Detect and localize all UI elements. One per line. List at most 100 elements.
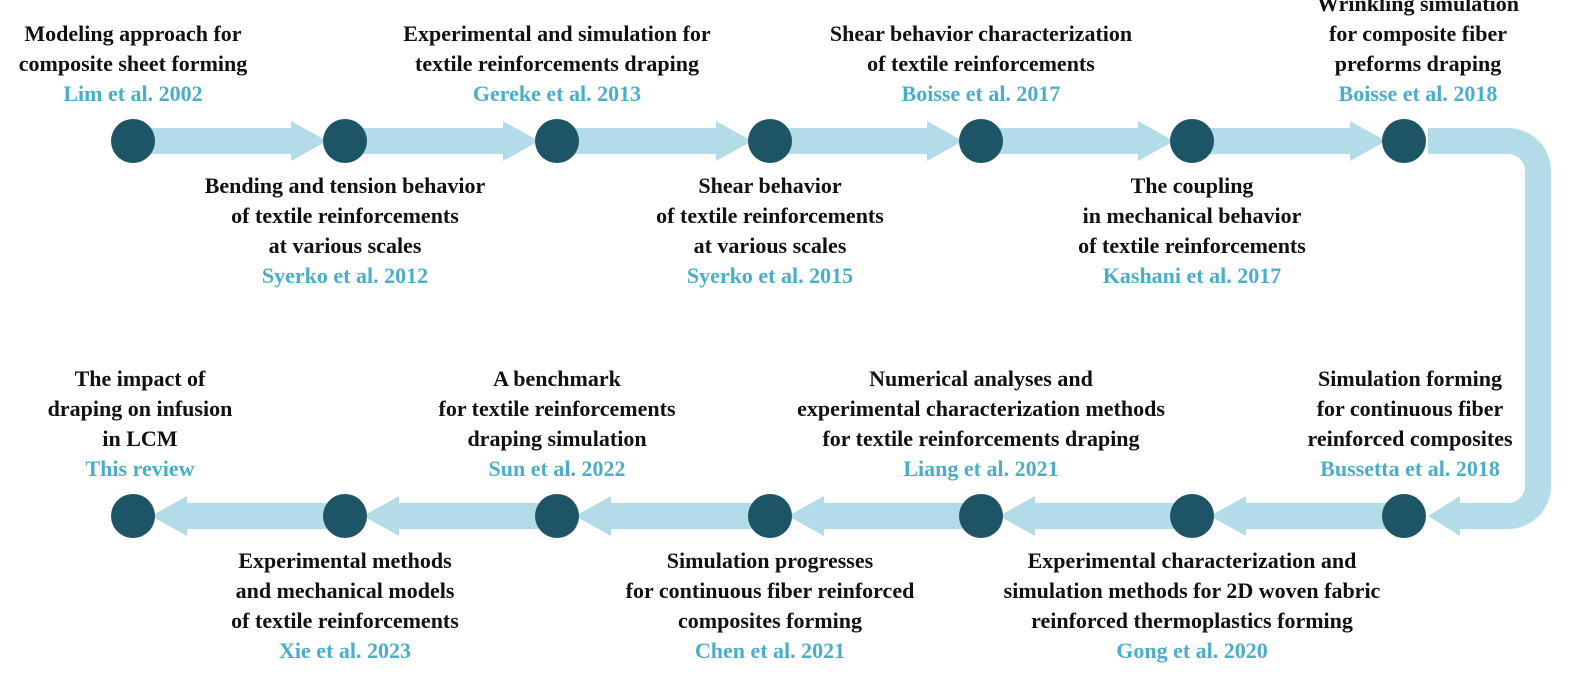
milestone-title-line: at various scales xyxy=(693,233,847,258)
milestone-reference: Sun et al. 2022 xyxy=(488,456,626,481)
milestone-title-line: Simulation forming xyxy=(1318,366,1502,391)
milestone-node-3 xyxy=(535,119,579,163)
milestone-reference: Boisse et al. 2018 xyxy=(1338,81,1498,106)
connector-arrow-5 xyxy=(981,121,1174,161)
milestone-node-5 xyxy=(959,119,1003,163)
milestone-title-line: A benchmark xyxy=(493,366,621,391)
connector-arrow-4 xyxy=(770,121,963,161)
milestone-reference: Chen et al. 2021 xyxy=(694,638,846,663)
milestone-title-line: Experimental and simulation for xyxy=(403,21,711,46)
connector-arrow-shape xyxy=(1210,496,1404,536)
milestone-reference: Liang et al. 2021 xyxy=(903,456,1059,481)
milestone-node-2 xyxy=(323,119,367,163)
u-turn-connector xyxy=(1428,128,1551,529)
milestone-title-line: Shear behavior characterization xyxy=(829,21,1133,46)
connector-arrow-shape xyxy=(363,496,557,536)
milestone-label-3: Experimental and simulation for textile r… xyxy=(403,19,710,109)
milestone-label-1: Modeling approach for composite sheet for… xyxy=(19,19,248,109)
milestone-title-line: draping simulation xyxy=(467,426,647,451)
milestone-title-line: Experimental methods xyxy=(238,548,452,573)
milestone-title-line: Bending and tension behavior xyxy=(204,173,486,198)
milestone-title-line: Simulation progresses xyxy=(666,548,874,573)
connector-arrow-3 xyxy=(557,121,752,161)
milestone-title-line: composite sheet forming xyxy=(18,51,248,76)
nodes xyxy=(111,119,1426,538)
milestone-node-14 xyxy=(111,494,155,538)
milestone-title-line: draping on infusion xyxy=(47,396,233,421)
milestone-reference: Gong et al. 2020 xyxy=(1116,638,1268,663)
milestone-reference: Boisse et al. 2017 xyxy=(901,81,1061,106)
milestone-title-line: in LCM xyxy=(102,426,178,451)
connector-arrow-1 xyxy=(133,121,327,161)
milestone-node-7 xyxy=(1382,119,1426,163)
milestone-title: Bending and tension behavior of textile r… xyxy=(205,171,486,261)
milestone-reference: This review xyxy=(85,456,195,481)
connector-arrow-12 xyxy=(151,496,345,536)
milestone-title-line: Modeling approach for xyxy=(24,21,242,46)
milestone-title-line: for textile reinforcements draping xyxy=(822,426,1140,451)
milestone-title-line: of textile reinforcements xyxy=(867,51,1095,76)
milestone-label-5: Shear behavior characterization of textil… xyxy=(830,19,1132,109)
milestone-node-4 xyxy=(748,119,792,163)
connector-arrow-shape xyxy=(151,496,345,536)
milestone-node-9 xyxy=(1170,494,1214,538)
milestone-title-line: for continuous fiber xyxy=(1316,396,1504,421)
milestone-reference: Xie et al. 2023 xyxy=(279,638,411,663)
milestone-title-line: preforms draping xyxy=(1334,51,1502,76)
milestone-title-line: of textile reinforcements xyxy=(231,608,459,633)
milestone-label-2: Bending and tension behavior of textile r… xyxy=(205,171,486,291)
connector-arrow-shape xyxy=(981,121,1174,161)
milestone-title: Modeling approach for composite sheet for… xyxy=(19,19,248,79)
connector-arrow-10 xyxy=(575,496,770,536)
milestone-title-line: The impact of xyxy=(74,366,206,391)
milestone-node-13 xyxy=(323,494,367,538)
milestone-label-9: Experimental characterization and simulat… xyxy=(1004,546,1381,666)
connector-arrow-7 xyxy=(1210,496,1404,536)
milestone-title-line: textile reinforcements draping xyxy=(415,51,699,76)
milestone-reference: Bussetta et al. 2018 xyxy=(1320,456,1500,481)
milestone-label-4: Shear behavior of textile reinforcements a… xyxy=(656,171,884,291)
connector-arrow-shape xyxy=(1192,121,1386,161)
connector-arrow-shape xyxy=(345,121,539,161)
milestone-reference: Lim et al. 2002 xyxy=(63,81,203,106)
milestone-title-line: simulation methods for 2D woven fabric xyxy=(1003,578,1381,603)
connector-arrow-shape xyxy=(557,121,752,161)
u-turn-arrowhead xyxy=(1428,496,1460,536)
connectors xyxy=(133,121,1404,536)
milestone-node-10 xyxy=(959,494,1003,538)
connector-arrow-2 xyxy=(345,121,539,161)
milestone-title-line: of textile reinforcements xyxy=(231,203,459,228)
milestone-title-line: at various scales xyxy=(268,233,422,258)
connector-arrow-shape xyxy=(770,121,963,161)
milestone-title-line: Shear behavior xyxy=(698,173,842,198)
milestone-node-12 xyxy=(535,494,579,538)
milestone-title-line: of textile reinforcements xyxy=(656,203,884,228)
milestone-title-line: of textile reinforcements xyxy=(1078,233,1306,258)
milestone-title-line: Experimental characterization and xyxy=(1027,548,1357,573)
milestone-title-line: Wrinkling simulation xyxy=(1317,0,1519,16)
milestone-title: Shear behavior characterization of textil… xyxy=(830,19,1132,79)
connector-arrow-11 xyxy=(363,496,557,536)
milestone-node-1 xyxy=(111,119,155,163)
connector-arrow-shape xyxy=(133,121,327,161)
connector-arrow-shape xyxy=(788,496,981,536)
connector-arrow-6 xyxy=(1192,121,1386,161)
milestone-title-line: and mechanical models xyxy=(235,578,455,603)
milestone-title-line: reinforced thermoplastics forming xyxy=(1031,608,1353,633)
milestone-title: Experimental characterization and simulat… xyxy=(1004,546,1381,636)
milestone-reference: Syerko et al. 2012 xyxy=(261,263,429,288)
milestone-reference: Kashani et al. 2017 xyxy=(1102,263,1282,288)
milestone-title: Shear behavior of textile reinforcements a… xyxy=(656,171,884,261)
